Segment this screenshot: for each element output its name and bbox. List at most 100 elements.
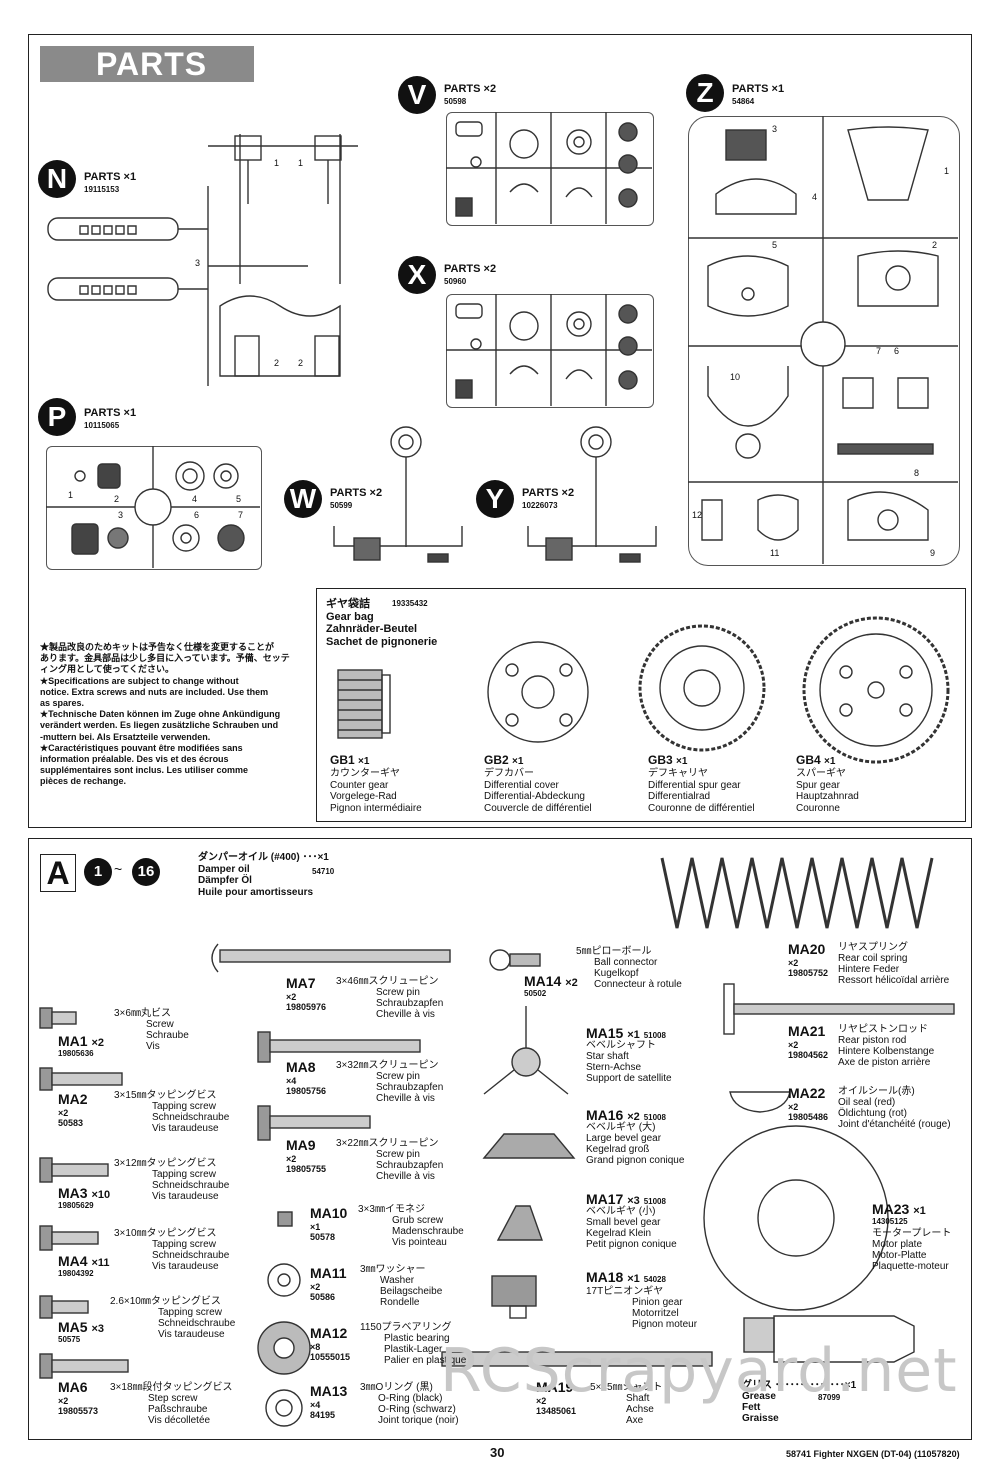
- hw-qty: ×2: [788, 1040, 799, 1050]
- hw-id: MA20: [788, 941, 826, 957]
- hw-line: ベベルギヤ (大): [586, 1122, 656, 1133]
- parts-p-label: PARTS ×1: [84, 407, 137, 419]
- notice-line: ★Technische Daten können im Zuge ohne An…: [40, 709, 281, 720]
- svg-text:8: 8: [914, 468, 919, 478]
- hw-line: Achse: [626, 1404, 654, 1415]
- hw-id: MA2: [58, 1091, 88, 1107]
- gear-gb4-desc: スパーギヤ Spur gear Hauptzahnrad Couronne: [796, 768, 859, 814]
- gear-desc-line: Couvercle de différentiel: [484, 802, 592, 814]
- hw-line: Plastik-Lager: [384, 1344, 443, 1355]
- hw-ma11-id: MA11: [310, 1266, 347, 1281]
- svg-text:11: 11: [770, 548, 779, 558]
- gear-qty: ×1: [512, 756, 524, 767]
- damper-oil-line: Dämpfer Öl: [198, 875, 252, 886]
- hw-qty: ×2: [286, 1154, 297, 1164]
- hw-line: モータープレート: [872, 1228, 952, 1239]
- parts-v-sprue: [446, 112, 654, 226]
- gear-gb1-id: GB1 ×1: [330, 754, 369, 768]
- hw-line: Tapping screw: [152, 1101, 216, 1112]
- hw-line: Tapping screw: [152, 1169, 216, 1180]
- svg-text:5: 5: [772, 240, 777, 250]
- hw-id: MA16: [586, 1107, 624, 1123]
- hw-line: Stern-Achse: [586, 1062, 642, 1073]
- hw-id: MA7: [286, 975, 316, 991]
- notice-line: verändert werden. Es liegen zusätzliche …: [40, 720, 279, 731]
- hw-id: MA5: [58, 1319, 88, 1335]
- hw-code: 19805976: [286, 1002, 327, 1012]
- hw-ma20-id: MA20: [788, 942, 825, 957]
- gear-bag-code: 19335432: [392, 599, 428, 608]
- svg-text:6: 6: [194, 510, 199, 520]
- svg-text:7: 7: [876, 346, 881, 356]
- hw-line: Tapping screw: [152, 1239, 216, 1250]
- gear-desc-line: カウンターギヤ: [330, 768, 400, 779]
- svg-text:5: 5: [236, 494, 241, 504]
- hw-ma14-code: 50502: [524, 989, 547, 998]
- damper-oil-line: ダンパーオイル (#400) ･･･×1: [198, 852, 329, 863]
- hw-code: 19805755: [286, 1164, 327, 1174]
- hw-line: ベベルシャフト: [586, 1040, 656, 1051]
- hw-id: MA10: [310, 1205, 348, 1221]
- svg-text:2: 2: [298, 358, 303, 368]
- parts-z-badge: Z: [686, 74, 724, 112]
- gear-desc-line: Differentialrad: [648, 791, 711, 802]
- svg-text:2: 2: [932, 240, 937, 250]
- hw-line: Ball connector: [594, 957, 658, 968]
- hw-ma10-id: MA10: [310, 1206, 347, 1221]
- gear-bag-line: Sachet de pignonerie: [326, 635, 438, 648]
- hw-line: Joint d'étanchéité (rouge): [838, 1119, 951, 1130]
- parts-header: PARTS: [40, 46, 254, 82]
- grease-line: Graisse: [742, 1413, 779, 1424]
- hw-line: Motor-Platte: [872, 1250, 927, 1261]
- svg-text:6: 6: [894, 346, 899, 356]
- hw-line: Cheville à vis: [376, 1093, 435, 1104]
- svg-text:1: 1: [274, 158, 279, 168]
- gear-id: GB3: [648, 753, 673, 767]
- svg-text:10: 10: [730, 372, 740, 382]
- hw-ma15-id: MA15 ×1 51008: [586, 1026, 666, 1042]
- hw-line: Star shaft: [586, 1051, 629, 1062]
- parts-z-label: PARTS ×1: [732, 83, 785, 95]
- gear-bag-line: Gear bag: [326, 610, 374, 623]
- hw-line: Öldichtung (rot): [838, 1108, 907, 1119]
- hw-line: 2.6×10㎜タッピングビス: [110, 1296, 221, 1307]
- gear-desc-line: Spur gear: [796, 779, 840, 791]
- hw-line: 3×15㎜タッピングビス: [114, 1090, 217, 1101]
- hw-line: Rear coil spring: [838, 953, 908, 964]
- hw-id: MA6: [58, 1379, 88, 1395]
- hw-ma1-code: 19805636: [58, 1049, 94, 1058]
- hw-ma5-code: 50575: [58, 1335, 81, 1344]
- hw-line: 3×10㎜タッピングビス: [114, 1228, 217, 1239]
- hw-id: MA1: [58, 1033, 88, 1049]
- hw-code: 19804562: [788, 1050, 829, 1060]
- footer-title: 58741 Fighter NXGEN (DT-04) (11057820): [786, 1449, 960, 1459]
- hw-line: 3×12㎜タッピングビス: [114, 1158, 217, 1169]
- hw-code: 50586: [310, 1292, 336, 1302]
- hw-ma4-id: MA4 ×11: [58, 1254, 110, 1270]
- parts-z-sprue: [688, 116, 960, 566]
- gear-gb2-id: GB2 ×1: [484, 754, 523, 768]
- hw-line: Axe de piston arrière: [838, 1057, 931, 1068]
- hw-line: Small bevel gear: [586, 1217, 661, 1228]
- page-number: 30: [490, 1445, 505, 1460]
- parts-v-label: PARTS ×2: [444, 83, 497, 95]
- hw-line: Vis taraudeuse: [158, 1329, 225, 1340]
- hw-ma21-id: MA21: [788, 1024, 825, 1039]
- hw-qty: ×10: [91, 1189, 111, 1201]
- hw-qty: ×1: [913, 1205, 926, 1217]
- hw-ma4-code: 19804392: [58, 1269, 94, 1278]
- hw-line: Vis pointeau: [392, 1237, 447, 1248]
